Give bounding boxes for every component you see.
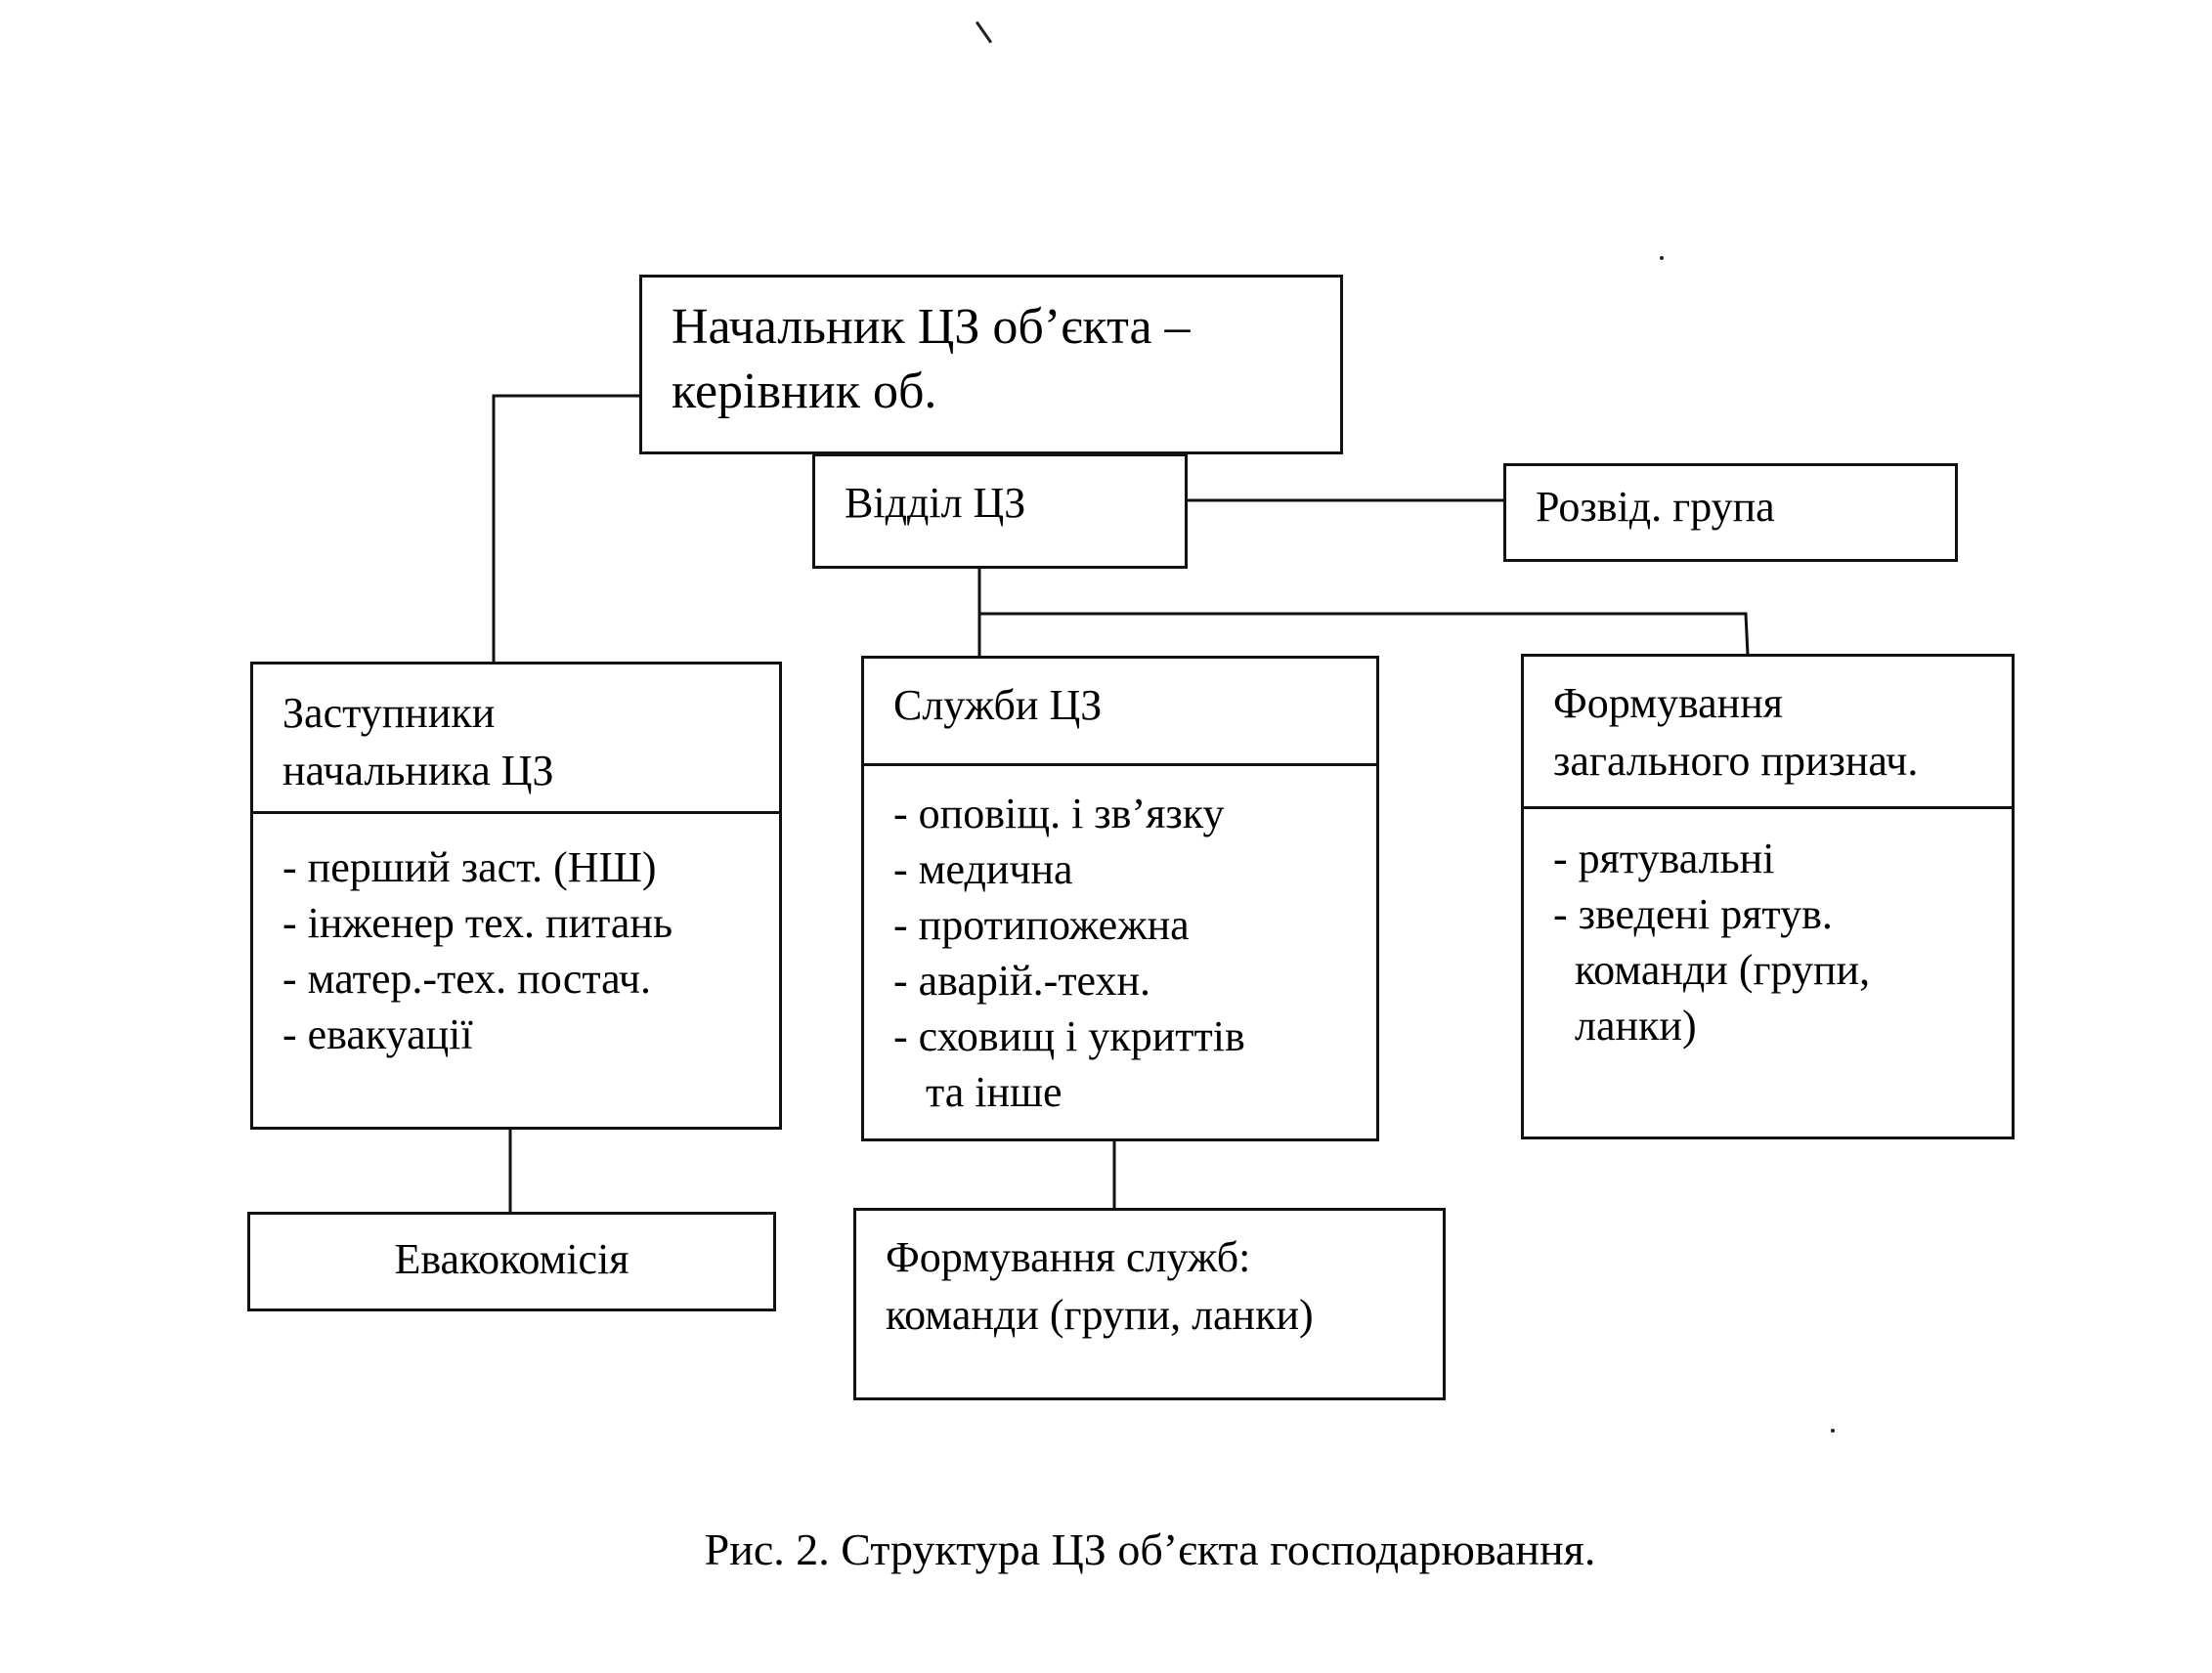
figure-caption: Рис. 2. Структура ЦЗ об’єкта господарюва… bbox=[704, 1524, 1596, 1574]
deputies-box: Заступники начальника ЦЗ - перший заст. … bbox=[250, 662, 782, 1130]
service-units-line-2: команди (групи, ланки) bbox=[886, 1291, 1314, 1339]
services-item: та інше bbox=[893, 1068, 1063, 1116]
department-box: Відділ ЦЗ bbox=[812, 453, 1188, 569]
evac-label: Евакокомісія bbox=[394, 1235, 629, 1283]
general-units-title-line-1: Формування bbox=[1553, 679, 1783, 727]
general-units-item: ланки) bbox=[1553, 1002, 1697, 1050]
deputies-item: - інженер тех. питань bbox=[282, 899, 673, 947]
services-item: - медична bbox=[893, 845, 1073, 893]
scan-speck bbox=[1831, 1429, 1835, 1433]
scan-speck bbox=[1660, 256, 1664, 260]
chief-label: Начальник ЦЗ об’єкта – керівник об. bbox=[642, 278, 1340, 424]
chief-label-line-2: керівник об. bbox=[672, 364, 937, 419]
recon-box: Розвід. група bbox=[1503, 463, 1958, 562]
deputies-list: - перший заст. (НШ) - інженер тех. питан… bbox=[253, 814, 779, 1062]
services-item: - сховищ і укриттів bbox=[893, 1012, 1245, 1060]
services-item: - оповіщ. і зв’язку bbox=[893, 790, 1225, 837]
deputies-item: - перший заст. (НШ) bbox=[282, 843, 657, 891]
general-units-list: - рятувальні - зведені рятув. команди (г… bbox=[1524, 809, 2012, 1053]
connector-department-general-units bbox=[979, 612, 1750, 656]
recon-label: Розвід. група bbox=[1536, 483, 1775, 531]
deputies-item: - евакуації bbox=[282, 1010, 473, 1058]
services-title: Служби ЦЗ bbox=[893, 681, 1103, 729]
general-units-item: - рятувальні bbox=[1553, 835, 1775, 882]
general-units-item: команди (групи, bbox=[1553, 946, 1871, 994]
evac-box: Евакокомісія bbox=[247, 1212, 776, 1311]
service-units-box: Формування служб: команди (групи, ланки) bbox=[853, 1208, 1446, 1400]
chief-label-line-1: Начальник ЦЗ об’єкта – bbox=[672, 299, 1191, 355]
service-units-line-1: Формування служб: bbox=[886, 1233, 1251, 1281]
chief-box: Начальник ЦЗ об’єкта – керівник об. bbox=[639, 275, 1343, 454]
service-units-label: Формування служб: команди (групи, ланки) bbox=[856, 1211, 1443, 1344]
services-list: - оповіщ. і зв’язку - медична - протипож… bbox=[864, 766, 1376, 1120]
department-label: Відділ ЦЗ bbox=[845, 479, 1026, 527]
general-units-item: - зведені рятув. bbox=[1553, 890, 1833, 938]
services-item: - аварій.-техн. bbox=[893, 957, 1151, 1005]
services-header: Служби ЦЗ bbox=[864, 659, 1376, 766]
deputies-item: - матер.-тех. постач. bbox=[282, 955, 652, 1003]
connector-chief-deputies bbox=[492, 394, 639, 664]
deputies-title-line-1: Заступники bbox=[282, 689, 496, 737]
services-item: - протипожежна bbox=[893, 901, 1190, 949]
general-units-header: Формування загального признач. bbox=[1524, 657, 2012, 809]
deputies-header: Заступники начальника ЦЗ bbox=[253, 665, 779, 814]
general-units-box: Формування загального признач. - рятувал… bbox=[1521, 654, 2015, 1139]
deputies-title-line-2: начальника ЦЗ bbox=[282, 747, 554, 794]
services-box: Служби ЦЗ - оповіщ. і зв’язку - медична … bbox=[861, 656, 1379, 1141]
general-units-title-line-2: загального признач. bbox=[1553, 737, 1919, 785]
